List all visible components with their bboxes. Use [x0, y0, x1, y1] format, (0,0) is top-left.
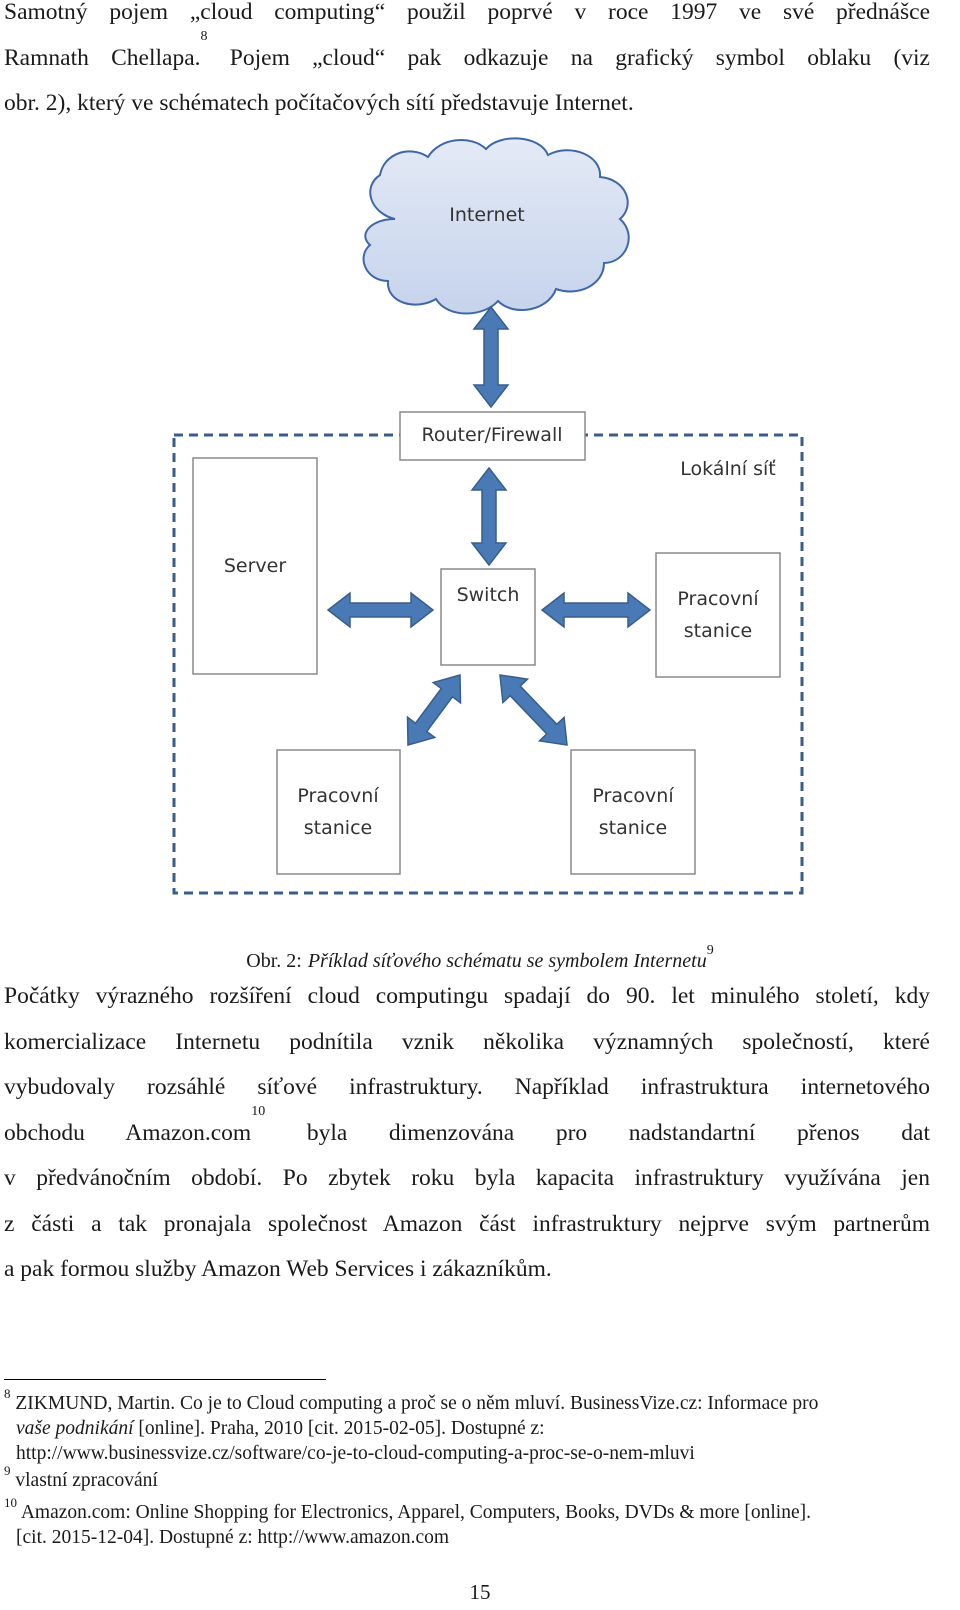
router-label: Router/Firewall: [421, 424, 562, 446]
footnote-rule: [4, 1379, 326, 1380]
arrow-switch-workstation: [540, 591, 652, 629]
body-line-4: obchodu Amazon.com10 byla dimenzována pr…: [4, 1103, 930, 1146]
caption-number: Obr. 2:: [246, 950, 302, 972]
footnote-10: 10 Amazon.com: Online Shopping for Elect…: [4, 1496, 930, 1550]
intro-line-2: Ramnath Chellapa.8 Pojem „cloud“ pak odk…: [4, 28, 930, 71]
intro-paragraph: Samotný pojem „cloud computing“ použil p…: [4, 0, 930, 127]
internet-label: Internet: [449, 204, 524, 226]
body-line-1: Počátky výrazného rozšíření cloud comput…: [4, 983, 930, 1009]
workstation-bottom-left-label-1: Pracovní: [297, 785, 379, 807]
footnote-8-number: 8: [4, 1386, 11, 1401]
footnote-ref-10[interactable]: 10: [251, 1103, 266, 1119]
workstation-bottom-left-box: Pracovní stanice: [276, 749, 401, 875]
switch-label: Switch: [457, 584, 520, 606]
workstation-right-box: Pracovní stanice: [655, 552, 781, 678]
intro-line-3: obr. 2), který ve schématech počítačovýc…: [4, 90, 634, 116]
intro-line-1: Samotný pojem „cloud computing“ použil p…: [4, 0, 930, 25]
server-label: Server: [224, 555, 286, 577]
footnote-ref-9[interactable]: 9: [706, 943, 714, 958]
arrow-server-switch: [326, 591, 435, 629]
body-line-7: a pak formou služby Amazon Web Services …: [4, 1256, 552, 1282]
arrow-switch-bottom-right: [499, 674, 568, 746]
workstation-right-label-2: stanice: [684, 620, 752, 642]
lan-label: Lokální síť: [680, 458, 776, 480]
workstation-bottom-right-label-2: stanice: [599, 817, 667, 839]
body-line-6: z části a tak pronajala společnost Amazo…: [4, 1210, 930, 1237]
footnote-8-link[interactable]: http://www.businessvize.cz/software/co-j…: [16, 1443, 695, 1464]
footnote-8: 8 ZIKMUND, Martin. Co je to Cloud comput…: [4, 1387, 930, 1466]
lan-boundary: [172, 433, 804, 895]
arrow-switch-bottom-left: [406, 674, 462, 746]
footnote-9-number: 9: [4, 1463, 11, 1478]
footnote-ref-8[interactable]: 8: [200, 28, 208, 44]
switch-box: Switch: [440, 568, 536, 666]
body-line-3: vybudovaly rozsáhlé síťové infrastruktur…: [4, 1074, 930, 1100]
arrow-router-switch: [470, 466, 508, 567]
figure-caption: Obr. 2:Příklad síťového schématu se symb…: [0, 944, 960, 973]
body-line-5: v předvánočním období. Po zbytek roku by…: [4, 1165, 930, 1191]
server-box: Server: [192, 457, 318, 675]
workstation-bottom-right-label-1: Pracovní: [592, 785, 674, 807]
network-diagram: Internet Lokální síť Router/Firewall Ser…: [172, 137, 804, 895]
page-number: 15: [469, 1580, 491, 1604]
footnote-9: 9 vlastní zpracování: [4, 1463, 158, 1491]
arrows-group: [326, 305, 652, 746]
caption-text: Příklad síťového schématu se symbolem In…: [307, 950, 707, 972]
workstation-right-label-1: Pracovní: [677, 588, 759, 610]
router-box: Router/Firewall: [399, 411, 586, 461]
body-line-2: komercializace Internetu podnítila vznik…: [4, 1028, 930, 1055]
internet-cloud: Internet: [362, 137, 630, 315]
workstation-bottom-right-box: Pracovní stanice: [570, 749, 696, 875]
footnote-10-number: 10: [4, 1495, 17, 1510]
arrow-internet-router: [472, 305, 510, 409]
body-paragraph: Počátky výrazného rozšíření cloud comput…: [4, 974, 930, 1293]
footnote-10-link[interactable]: [cit. 2015-12-04]. Dostupné z: http://ww…: [16, 1527, 450, 1548]
workstation-bottom-left-label-2: stanice: [304, 817, 372, 839]
